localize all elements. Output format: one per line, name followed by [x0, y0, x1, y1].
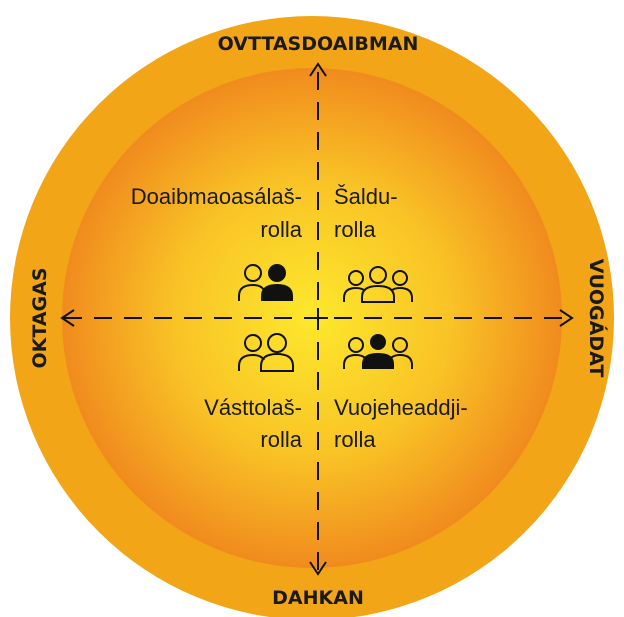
axis-label-right: VUOGÁDAT — [585, 259, 608, 378]
arrow-up-icon — [309, 62, 327, 77]
role-top-left-line2: rolla — [260, 217, 302, 242]
two-people-one-highlighted-icon — [238, 264, 293, 301]
arrow-down-icon — [309, 561, 327, 576]
role-bottom-left-line2: rolla — [260, 427, 302, 452]
role-bottom-left-line1: Vásttolaš- — [204, 395, 302, 420]
axis-label-bottom: DAHKAN — [272, 587, 364, 609]
arrow-right-icon — [559, 309, 574, 327]
arrow-left-icon — [60, 309, 75, 327]
role-top-right-line1: Šaldu- — [334, 184, 398, 209]
role-top-right-line2: rolla — [334, 217, 376, 242]
role-bottom-right-line2: rolla — [334, 427, 376, 452]
center-cross-icon — [308, 308, 328, 328]
axis-label-left: OKTAGAS — [29, 267, 51, 368]
role-top-left-line1: Doaibmaoasálaš- — [131, 184, 302, 209]
three-people-center-highlighted-icon — [343, 334, 413, 369]
three-people-icon — [343, 266, 413, 303]
axis-label-top: OVTTASDOAIBMAN — [218, 33, 419, 55]
two-people-icon — [238, 333, 294, 372]
role-bottom-right-line1: Vuojeheaddji- — [334, 395, 468, 420]
